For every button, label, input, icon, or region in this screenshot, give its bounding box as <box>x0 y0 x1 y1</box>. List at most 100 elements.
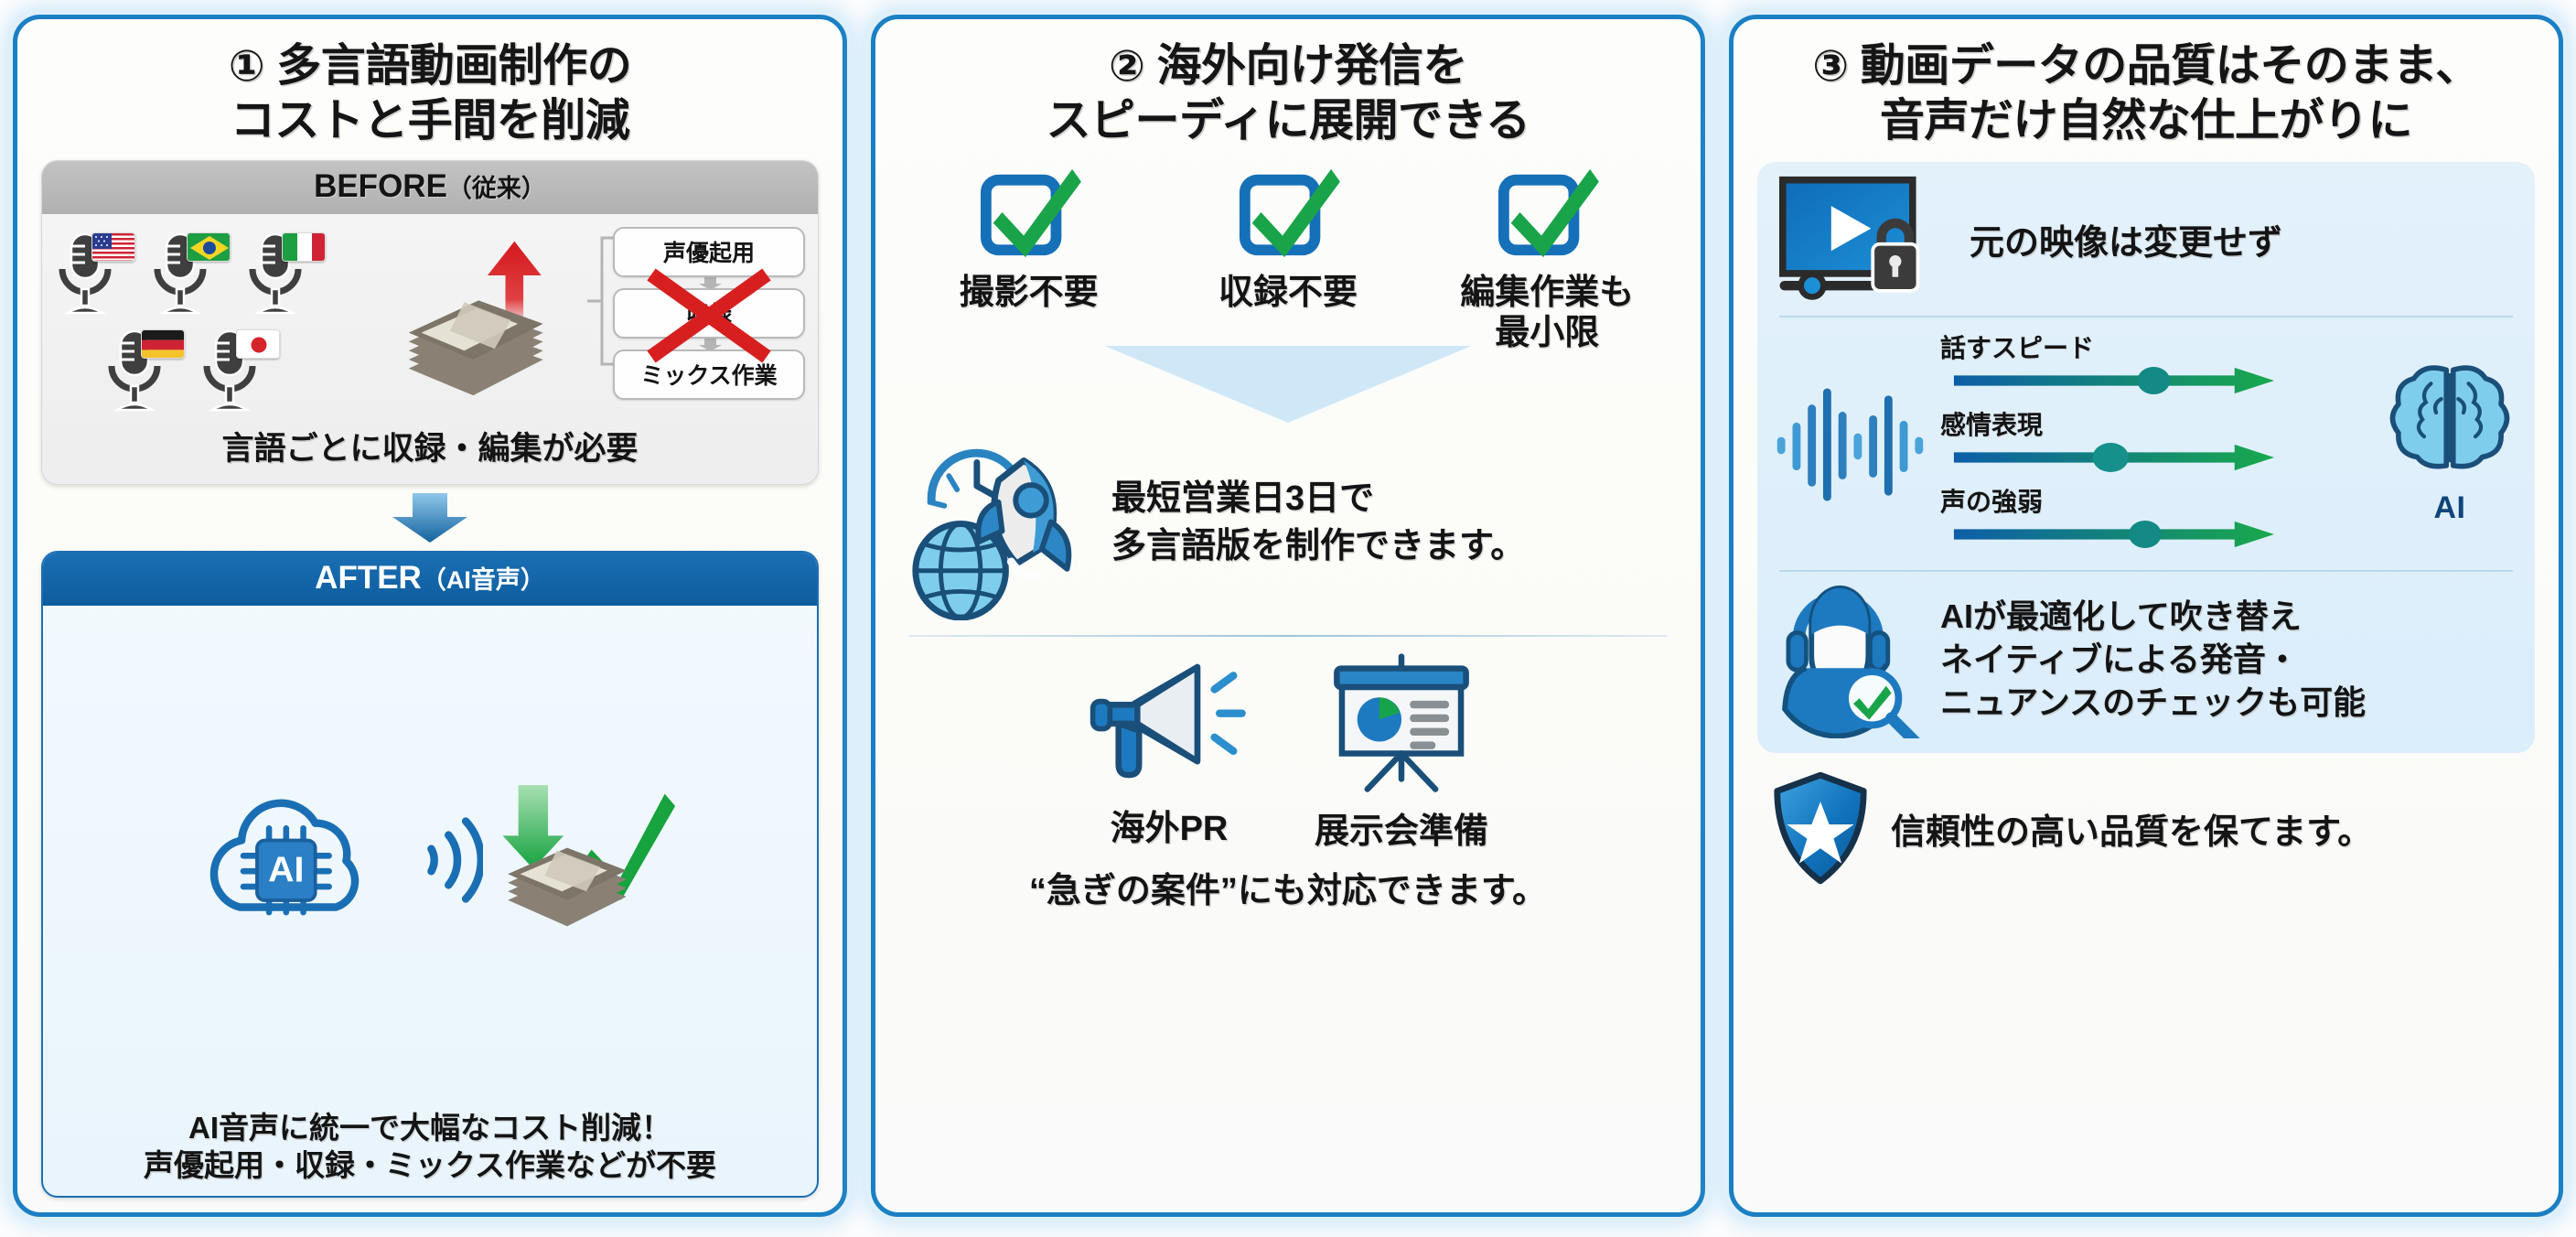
money-down-check-icon <box>502 784 676 927</box>
benefit-checklist: 撮影不要 収録不要 編集作業も 最小限 <box>899 164 1677 353</box>
microphone-group <box>55 227 357 415</box>
native-check-line2: ネイティブによる発音・ <box>1940 640 2300 679</box>
before-header-sub: （従来） <box>446 174 546 202</box>
slider-knob-emotion <box>2092 442 2129 472</box>
before-header: BEFORE（従来） <box>42 160 818 214</box>
workflow-bracket <box>587 236 622 366</box>
slider-label-emotion: 感情表現 <box>1940 410 2044 439</box>
audio-waveform-icon <box>1776 387 1924 501</box>
benefit-no-shooting: 撮影不要 <box>912 164 1145 313</box>
after-header-main: AFTER <box>315 559 422 596</box>
benefit-label-3: 編集作業も 最小限 <box>1431 273 1664 353</box>
turnaround-row: 最短営業日3日で 多言語版を制作できます。 <box>899 426 1677 620</box>
after-caption-line1: AI音声に統一で大幅なコスト削減！ <box>188 1110 671 1145</box>
before-after-arrow-icon <box>392 492 467 543</box>
native-check-line1: AIが最適化して吹き替え <box>1940 597 2302 636</box>
microphone-row-bottom <box>55 328 357 415</box>
card-divider-1 <box>1779 315 2513 317</box>
benefit-label-2-line1: 収録不要 <box>1218 273 1358 312</box>
rocket-globe-clock-icon <box>912 448 1072 620</box>
original-video-row: 元の映像は変更せず <box>1774 175 2518 305</box>
benefit-label-3-line1: 編集作業も <box>1460 273 1635 312</box>
legacy-workflow-group: 声優起用 収録 ミックス作業 <box>587 226 805 400</box>
use-case-label-1: 海外PR <box>1110 809 1229 848</box>
presentation-chart-icon <box>1334 653 1469 792</box>
workflow-arrow-1 <box>613 276 805 290</box>
panel-1-number: ① <box>228 41 265 90</box>
panel-3-title-line2: 音声だけ自然な仕上がりに <box>1879 95 2413 145</box>
slider-track-emotion[interactable] <box>1940 442 2288 472</box>
microphone-it-icon <box>245 231 326 318</box>
checkbox-checked-icon <box>1239 168 1340 257</box>
headset-operator-check-icon <box>1782 585 1920 738</box>
slider-track-speaking-speed[interactable] <box>1940 366 2288 395</box>
slider-knob-speaking-speed <box>2137 366 2171 394</box>
native-check-row: AIが最適化して吹き替え ネイティブによる発音・ ニュアンスのチェックも可能 <box>1774 583 2518 738</box>
workflow-chip-mixing: ミックス作業 <box>613 349 805 400</box>
benefit-label-2: 収録不要 <box>1171 273 1404 313</box>
benefit-label-1-line1: 撮影不要 <box>959 273 1099 312</box>
panel-quality-preserved: ③ 動画データの品質はそのまま、 音声だけ自然な仕上がりに <box>1729 15 2563 1217</box>
shield-star-icon <box>1774 771 1867 884</box>
panel-2-title: ② 海外向け発信を スピーディに展開できる <box>899 39 1677 149</box>
panel-cost-reduction: ① 多言語動画制作の コストと手間を削減 BEFORE（従来） <box>13 15 847 1217</box>
after-caption: AI音声に統一で大幅なコスト削減！ 声優起用・収録・ミックス作業などが不要 <box>43 1107 817 1196</box>
panel-3-number: ③ <box>1812 41 1849 90</box>
section-divider <box>908 634 1668 637</box>
before-header-main: BEFORE <box>314 167 447 204</box>
voice-tuning-row: 話すスピード 感情表現 <box>1774 328 2518 559</box>
urgent-note: “急ぎの案件”にも対応できます。 <box>1028 871 1548 910</box>
slider-track-voice-intensity[interactable] <box>1940 520 2288 549</box>
use-case-expo-prep: 展示会準備 <box>1315 651 1488 853</box>
video-locked-icon <box>1779 176 1920 300</box>
slider-label-voice-intensity: 声の強弱 <box>1940 487 2044 516</box>
br-flag-icon <box>187 231 231 262</box>
slider-voice-intensity: 声の強弱 <box>1940 482 2368 554</box>
benefit-label-1: 撮影不要 <box>912 273 1145 313</box>
jp-flag-icon <box>236 328 280 359</box>
microphone-br-icon <box>150 231 231 318</box>
original-video-text: 元の映像は変更せず <box>1970 224 2283 264</box>
after-section: AFTER（AI音声） AI <box>41 550 819 1198</box>
megaphone-icon <box>1089 663 1246 779</box>
ai-brain-label: AI <box>2433 489 2466 525</box>
reliability-text: 信頼性の高い品質を保てます。 <box>1891 813 2373 853</box>
chevron-down-icon <box>1104 345 1472 423</box>
card-divider-2 <box>1779 569 2513 572</box>
it-flag-icon <box>282 231 326 262</box>
turnaround-line2: 多言語版を制作できます。 <box>1111 526 1526 565</box>
money-stack-up-icon <box>408 241 543 395</box>
slider-emotion: 感情表現 <box>1940 405 2368 477</box>
cost-increase-group <box>357 227 613 403</box>
before-body: 声優起用 収録 ミックス作業 <box>42 213 818 421</box>
panel-2-title-line2: スピーディに展開できる <box>1046 95 1530 145</box>
microphone-de-icon <box>104 328 185 415</box>
before-caption: 言語ごとに収録・編集が必要 <box>221 430 639 467</box>
checkbox-checked-icon <box>980 168 1081 257</box>
chevron-down-decoration <box>899 345 1677 423</box>
before-section: BEFORE（従来） <box>41 159 819 485</box>
microphone-row-top <box>55 231 357 318</box>
native-check-text: AIが最適化して吹き替え ネイティブによる発音・ ニュアンスのチェックも可能 <box>1940 596 2366 724</box>
benefit-minimal-editing: 編集作業も 最小限 <box>1431 164 1664 353</box>
turnaround-text: 最短営業日3日で 多言語版を制作できます。 <box>1111 476 1525 570</box>
panel-1-title: ① 多言語動画制作の コストと手間を削減 <box>41 39 819 149</box>
workflow-chip-casting: 声優起用 <box>613 226 805 277</box>
native-check-line3: ニュアンスのチェックも可能 <box>1940 683 2367 721</box>
panel-1-title-line1: 多言語動画制作の <box>276 41 632 91</box>
ai-brain-group: AI <box>2381 361 2518 526</box>
slider-speaking-speed: 話すスピード <box>1940 328 2368 400</box>
checkbox-checked-icon <box>1498 168 1600 257</box>
use-case-row: 海外PR <box>899 651 1677 853</box>
benefit-no-recording: 収録不要 <box>1171 164 1404 313</box>
de-flag-icon <box>141 328 185 359</box>
red-cross-icon <box>647 268 771 363</box>
workflow-arrow-2 <box>613 338 805 351</box>
panel-speed-deployment: ② 海外向け発信を スピーディに展開できる 撮影不要 収録 <box>871 15 1705 1217</box>
panel-1-title-line2: コストと手間を削減 <box>230 95 630 145</box>
voice-parameter-sliders: 話すスピード 感情表現 <box>1937 328 2372 559</box>
microphone-jp-icon <box>199 328 280 415</box>
slider-knob-voice-intensity <box>2129 520 2162 548</box>
panel-2-title-line1: 海外向け発信を <box>1156 41 1467 91</box>
